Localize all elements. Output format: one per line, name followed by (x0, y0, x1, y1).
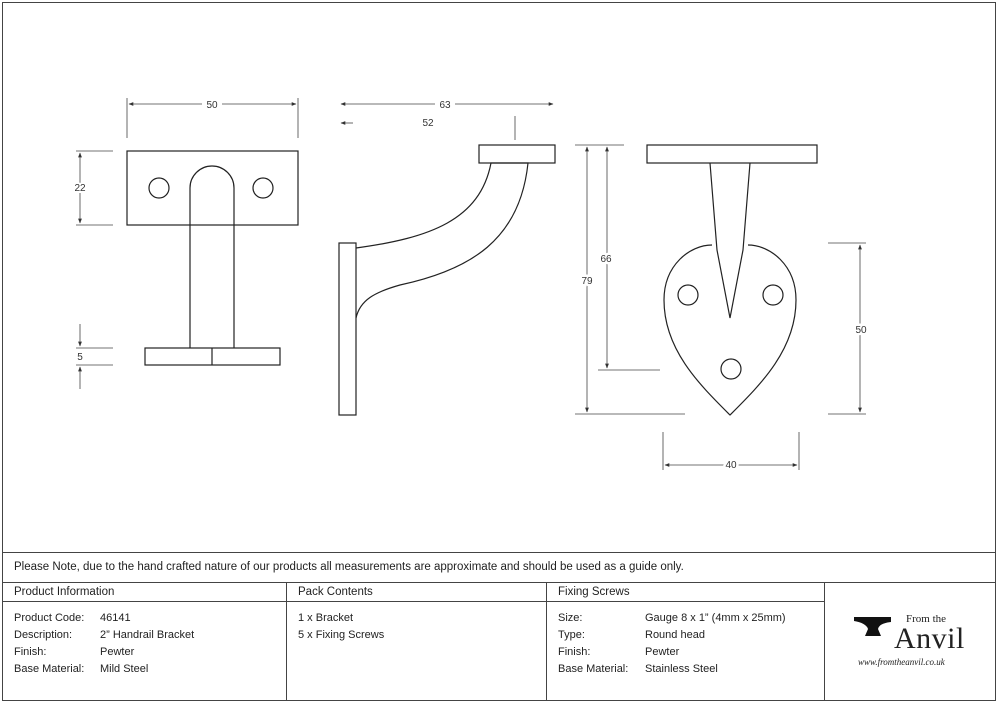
header-rule (2, 601, 824, 602)
front-view (126, 150, 299, 366)
bracket-arm (355, 162, 529, 319)
wall-plate (338, 242, 357, 416)
back-hole-right (762, 284, 784, 306)
pack-item: 5 x Fixing Screws (298, 629, 385, 641)
technical-drawing: 50 22 5 63 52 79 66 50 40 (74, 98, 867, 471)
logo-url: www.fromtheanvil.co.uk (858, 657, 945, 667)
anvil-icon (854, 617, 891, 636)
dim-side-reach: 52 (422, 118, 434, 129)
row-label: Size: (558, 612, 583, 624)
note-top-rule (2, 552, 996, 553)
row-label: Base Material: (14, 663, 85, 675)
brand-logo: From the Anvil www.fromtheanvil.co.uk (850, 610, 980, 670)
top-plate (126, 150, 299, 226)
row-value: Gauge 8 x 1” (4mm x 25mm) (645, 612, 786, 624)
row-value: Stainless Steel (645, 663, 718, 675)
screw-hole-right (252, 177, 274, 199)
row-value: Round head (645, 629, 705, 641)
row-label: Product Code: (14, 612, 85, 624)
row-label: Description: (14, 629, 73, 641)
row-label: Finish: (558, 646, 591, 658)
dim-top-width: 50 (206, 100, 218, 111)
row-value: Pewter (100, 646, 135, 658)
row-value: 2” Handrail Bracket (100, 629, 195, 641)
row-value: Mild Steel (100, 663, 149, 675)
back-dimensions (575, 144, 866, 470)
logo-from-the: From the (906, 613, 947, 625)
col-divider-1 (286, 582, 287, 701)
back-hole-left (677, 284, 699, 306)
dim-base-thickness: 5 (77, 352, 83, 363)
screw-hole-left (148, 177, 170, 199)
bracket-stem (189, 165, 235, 348)
disclaimer-note: Please Note, due to the hand crafted nat… (14, 561, 684, 573)
pack-contents-title: Pack Contents (298, 586, 373, 598)
dim-center-height: 66 (600, 254, 612, 265)
product-info-title: Product Information (14, 586, 115, 598)
dim-overall-height: 79 (581, 276, 593, 287)
back-stem (709, 162, 751, 319)
logo-brand: Anvil (894, 622, 965, 655)
rail-plate (478, 144, 556, 164)
dim-side-overall: 63 (439, 100, 451, 111)
dim-plate-height: 50 (855, 325, 867, 336)
back-rail-plate (646, 144, 818, 164)
col-divider-3 (824, 582, 825, 701)
front-dimensions (76, 98, 299, 389)
side-view (338, 144, 556, 416)
row-label: Type: (558, 629, 585, 641)
fixing-screws-title: Fixing Screws (558, 586, 630, 598)
col-divider-2 (546, 582, 547, 701)
row-label: Finish: (14, 646, 47, 658)
pack-item: 1 x Bracket (298, 612, 354, 624)
dim-top-height: 22 (74, 183, 86, 194)
row-value: Pewter (645, 646, 680, 658)
row-label: Base Material: (558, 663, 629, 675)
table-top-rule (2, 582, 996, 583)
row-value: 46141 (100, 612, 131, 624)
back-hole-bottom (720, 358, 742, 380)
dim-plate-width: 40 (725, 460, 737, 471)
back-view (646, 144, 818, 416)
heart-plate (663, 244, 797, 416)
